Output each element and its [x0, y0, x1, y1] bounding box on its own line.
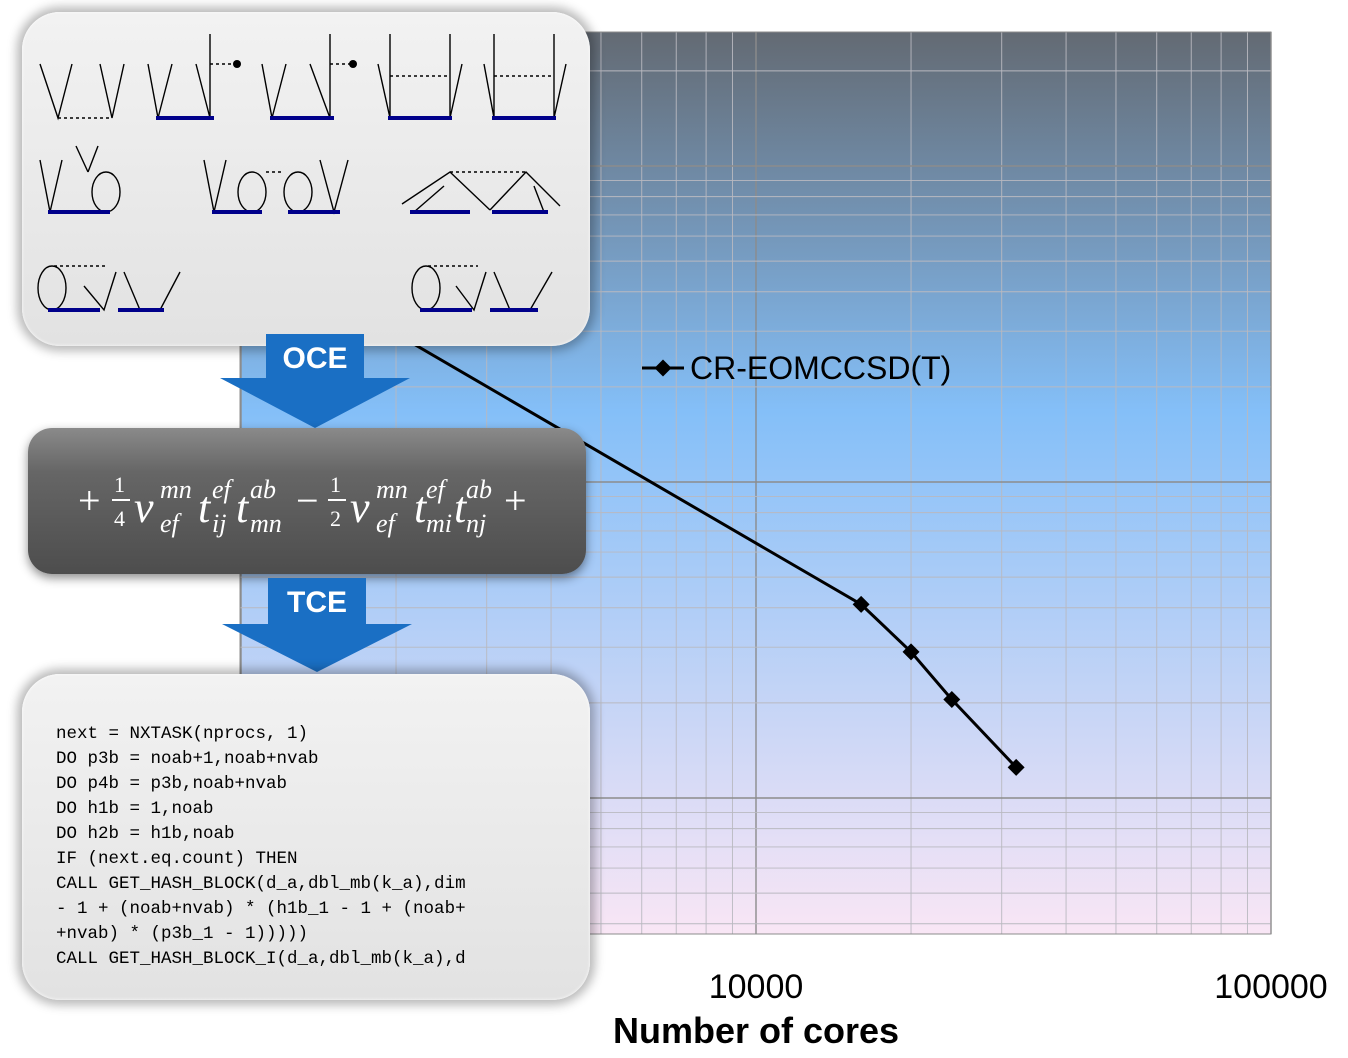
x-axis-label: Number of cores [612, 1010, 900, 1051]
tce-arrow [222, 578, 412, 672]
legend-marker [642, 359, 684, 377]
code-line: CALL GET_HASH_BLOCK_I(d_a,dbl_mb(k_a),d [56, 949, 466, 969]
svg-text:−: − [296, 478, 319, 523]
legend-entry: CR-EOMCCSD(T) [690, 350, 952, 386]
svg-text:ij: ij [212, 509, 226, 538]
svg-text:mn: mn [250, 509, 282, 538]
svg-text:t: t [236, 483, 250, 532]
svg-text:mi: mi [426, 509, 452, 538]
data-point [852, 595, 870, 613]
chart-legend: CR-EOMCCSD(T) [642, 350, 951, 387]
svg-text:ef: ef [212, 475, 235, 504]
svg-text:ab: ab [466, 475, 492, 504]
data-point [902, 643, 920, 661]
code-line: DO p3b = noab+1,noab+nvab [56, 749, 319, 769]
series-layer [399, 334, 1025, 776]
svg-text:v: v [134, 483, 154, 532]
svg-text:2: 2 [330, 506, 341, 531]
equation-panel: + 1 4 v mn ef t ef ij t ab mn − 1 2 v mn… [28, 428, 586, 574]
data-point [1007, 758, 1025, 776]
svg-text:t: t [414, 483, 428, 532]
svg-text:1: 1 [330, 472, 341, 497]
svg-text:ef: ef [376, 509, 399, 538]
svg-text:ef: ef [160, 509, 183, 538]
svg-text:mn: mn [160, 475, 192, 504]
svg-text:t: t [454, 483, 468, 532]
x-tick-label: 10000 [708, 968, 804, 1006]
code-panel [22, 674, 590, 1000]
data-point [943, 691, 961, 708]
svg-text:+: + [78, 478, 101, 523]
svg-text:+: + [504, 478, 527, 523]
svg-text:ab: ab [250, 475, 276, 504]
svg-text:v: v [350, 483, 370, 532]
oce-arrow [220, 334, 410, 428]
code-line: DO h1b = 1,noab [56, 799, 214, 819]
svg-text:mn: mn [376, 475, 408, 504]
code-line: DO p4b = p3b,noab+nvab [56, 774, 288, 794]
code-listing: next = NXTASK(nprocs, 1) DO p3b = noab+1… [56, 722, 466, 972]
x-tick-label: 100000 [1214, 968, 1328, 1006]
code-line: next = NXTASK(nprocs, 1) [56, 724, 309, 744]
oce-label: OCE [282, 342, 348, 375]
feynman-diagrams-panel [22, 12, 590, 346]
code-line: CALL GET_HASH_BLOCK(d_a,dbl_mb(k_a),dim [56, 874, 466, 894]
svg-text:t: t [198, 483, 212, 532]
code-line: IF (next.eq.count) THEN [56, 849, 298, 869]
svg-text:4: 4 [114, 506, 125, 531]
svg-text:ef: ef [426, 475, 449, 504]
equation: + 1 4 v mn ef t ef ij t ab mn − 1 2 v mn… [78, 472, 527, 538]
svg-text:nj: nj [466, 509, 486, 538]
code-line: DO h2b = h1b,noab [56, 824, 235, 844]
svg-text:1: 1 [114, 472, 125, 497]
code-line: - 1 + (noab+nvab) * (h1b_1 - 1 + (noab+ [56, 899, 466, 919]
tce-label: TCE [287, 586, 347, 619]
code-line: +nvab) * (p3b_1 - 1))))) [56, 924, 309, 944]
